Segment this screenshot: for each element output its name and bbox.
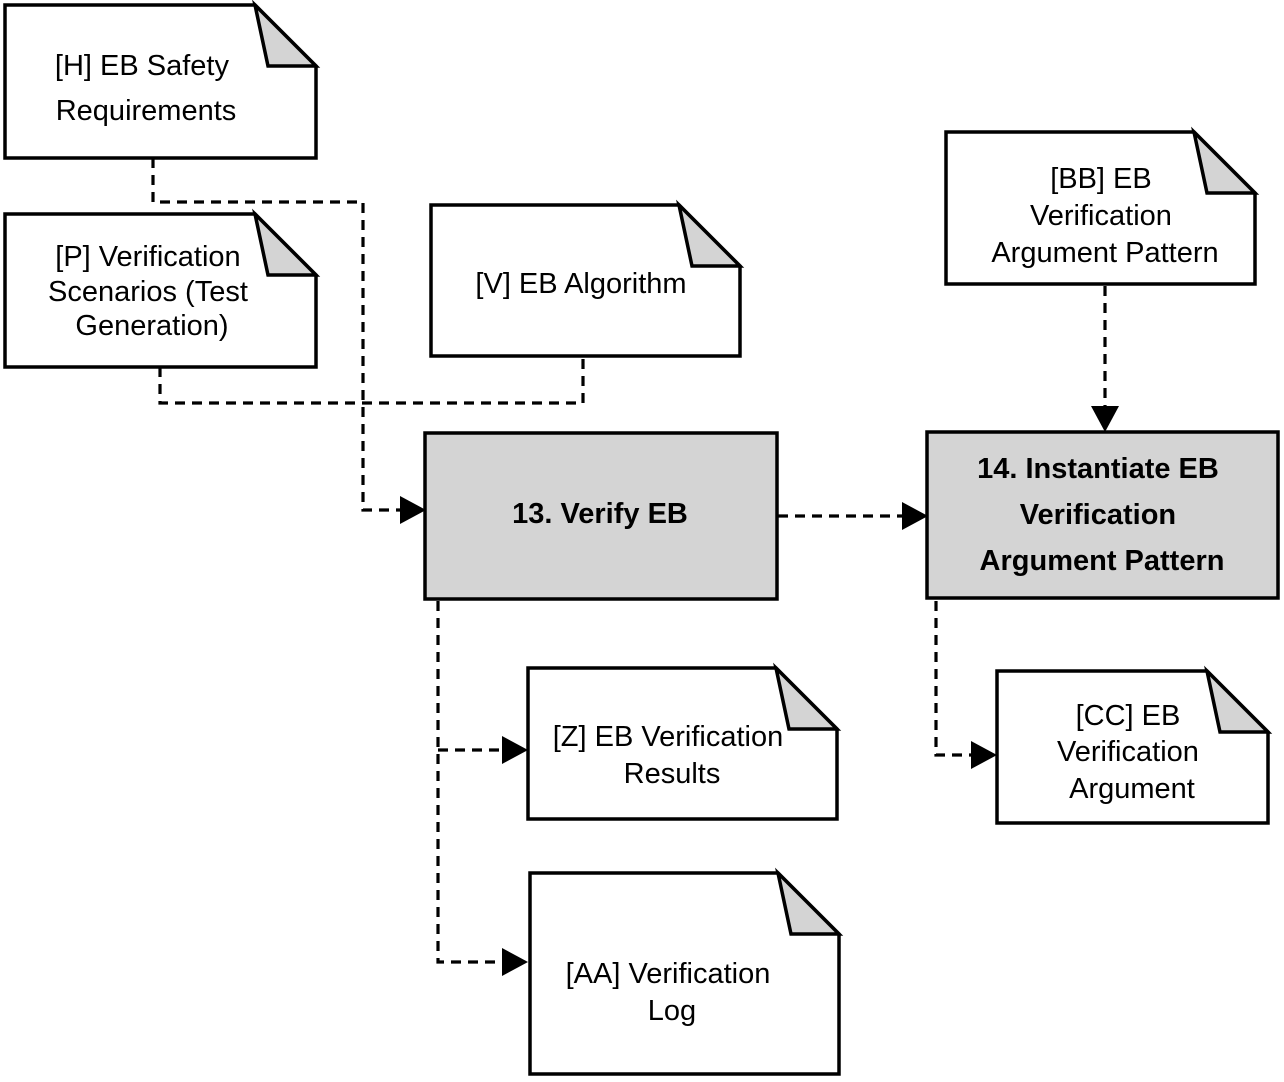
- page-fold-icon: [252, 0, 321, 68]
- arrowhead-h-to-verify: [400, 496, 426, 524]
- doc-safety-requirements: [H] EB Safety Requirements: [3, 0, 321, 160]
- doc-label-line: [P] Verification: [55, 241, 240, 273]
- process-verify-eb: 13. Verify EB: [423, 431, 779, 601]
- page-fold-icon: [773, 662, 842, 731]
- svg-text:13. Verify EB: 13. Verify EB: [512, 498, 688, 530]
- doc-label-line: Argument: [1069, 773, 1195, 805]
- doc-verification-log: [AA] Verification Log: [528, 867, 844, 1076]
- doc-verification-scenarios: [P] Verification Scenarios (Test Generat…: [3, 208, 321, 369]
- doc-verification-results: [Z] EB Verification Results: [526, 662, 842, 821]
- process-label-line: Argument Pattern: [980, 545, 1225, 577]
- arrowhead-instantiate-to-cc: [971, 741, 997, 769]
- arrowhead-verify-to-aa: [502, 948, 528, 976]
- doc-label-line: Verification: [1057, 736, 1199, 768]
- process-label-line: 13. Verify EB: [512, 498, 688, 530]
- arrowhead-verify-to-instantiate: [902, 502, 928, 530]
- doc-label-line: [V] EB Algorithm: [475, 268, 686, 300]
- connectors: [151, 158, 1119, 976]
- process-label-line: Verification: [1020, 499, 1176, 531]
- doc-verification-argument-pattern: [BB] EB Verification Argument Pattern: [944, 126, 1260, 286]
- svg-text:[AA] Verification Log: [AA] Verification Log: [566, 958, 779, 1027]
- svg-text:[CC] EB Verification: [CC] EB Verification Argument: [1057, 700, 1207, 805]
- doc-verification-argument: [CC] EB Verification Argument: [995, 665, 1273, 825]
- process-label-line: 14. Instantiate EB: [977, 453, 1219, 485]
- arrowhead-verify-to-z: [502, 736, 528, 764]
- page-fold-icon: [775, 867, 844, 936]
- arrowhead-bb-to-instantiate: [1091, 406, 1119, 432]
- doc-eb-algorithm: [V] EB Algorithm: [429, 199, 745, 358]
- doc-label-line: [AA] Verification: [566, 958, 771, 990]
- svg-text:[H] EB Safety Requiremen: [H] EB Safety Requirements: [55, 50, 237, 127]
- svg-text:[V] EB Algorithm: [V] EB Algorithm: [475, 268, 686, 300]
- page-fold-icon: [676, 199, 745, 268]
- svg-text:14. Instantiate EB Verif: 14. Instantiate EB Verification Argument…: [977, 453, 1227, 577]
- doc-label-line: Results: [624, 758, 721, 790]
- page-fold-icon: [1204, 665, 1273, 734]
- doc-label-line: Scenarios (Test: [48, 276, 248, 308]
- svg-text:[BB] EB Verification: [BB] EB Verification Argument Pattern: [991, 163, 1218, 269]
- doc-label-line: [Z] EB Verification: [553, 721, 784, 753]
- connector-instantiate-to-cc: [934, 601, 971, 757]
- connector-p-to-v: [158, 358, 585, 405]
- process-instantiate-argument-pattern: 14. Instantiate EB Verification Argument…: [925, 430, 1280, 600]
- doc-label-line: [CC] EB: [1076, 700, 1181, 732]
- page-fold-icon: [1191, 126, 1260, 195]
- connector-verify-outputs: [436, 601, 502, 964]
- doc-label-line: Verification: [1030, 200, 1172, 232]
- doc-label-line: Argument Pattern: [991, 237, 1218, 269]
- svg-text:[Z] EB Verification Resu: [Z] EB Verification Results: [553, 721, 792, 790]
- doc-label-line: Log: [648, 995, 696, 1027]
- doc-label-line: Requirements: [56, 95, 237, 127]
- doc-label-line: [H] EB Safety: [55, 50, 230, 82]
- svg-text:[P] Verification Scenari: [P] Verification Scenarios (Test Generat…: [48, 241, 256, 342]
- page-fold-icon: [252, 208, 321, 277]
- doc-label-line: Generation): [75, 310, 228, 342]
- doc-label-line: [BB] EB: [1050, 163, 1152, 195]
